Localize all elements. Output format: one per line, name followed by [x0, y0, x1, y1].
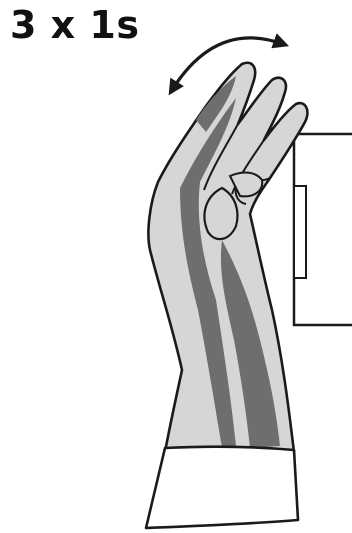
hand-illustration — [148, 63, 307, 452]
wall-device-illustration — [294, 134, 352, 325]
sleeve-cuff — [146, 447, 298, 528]
